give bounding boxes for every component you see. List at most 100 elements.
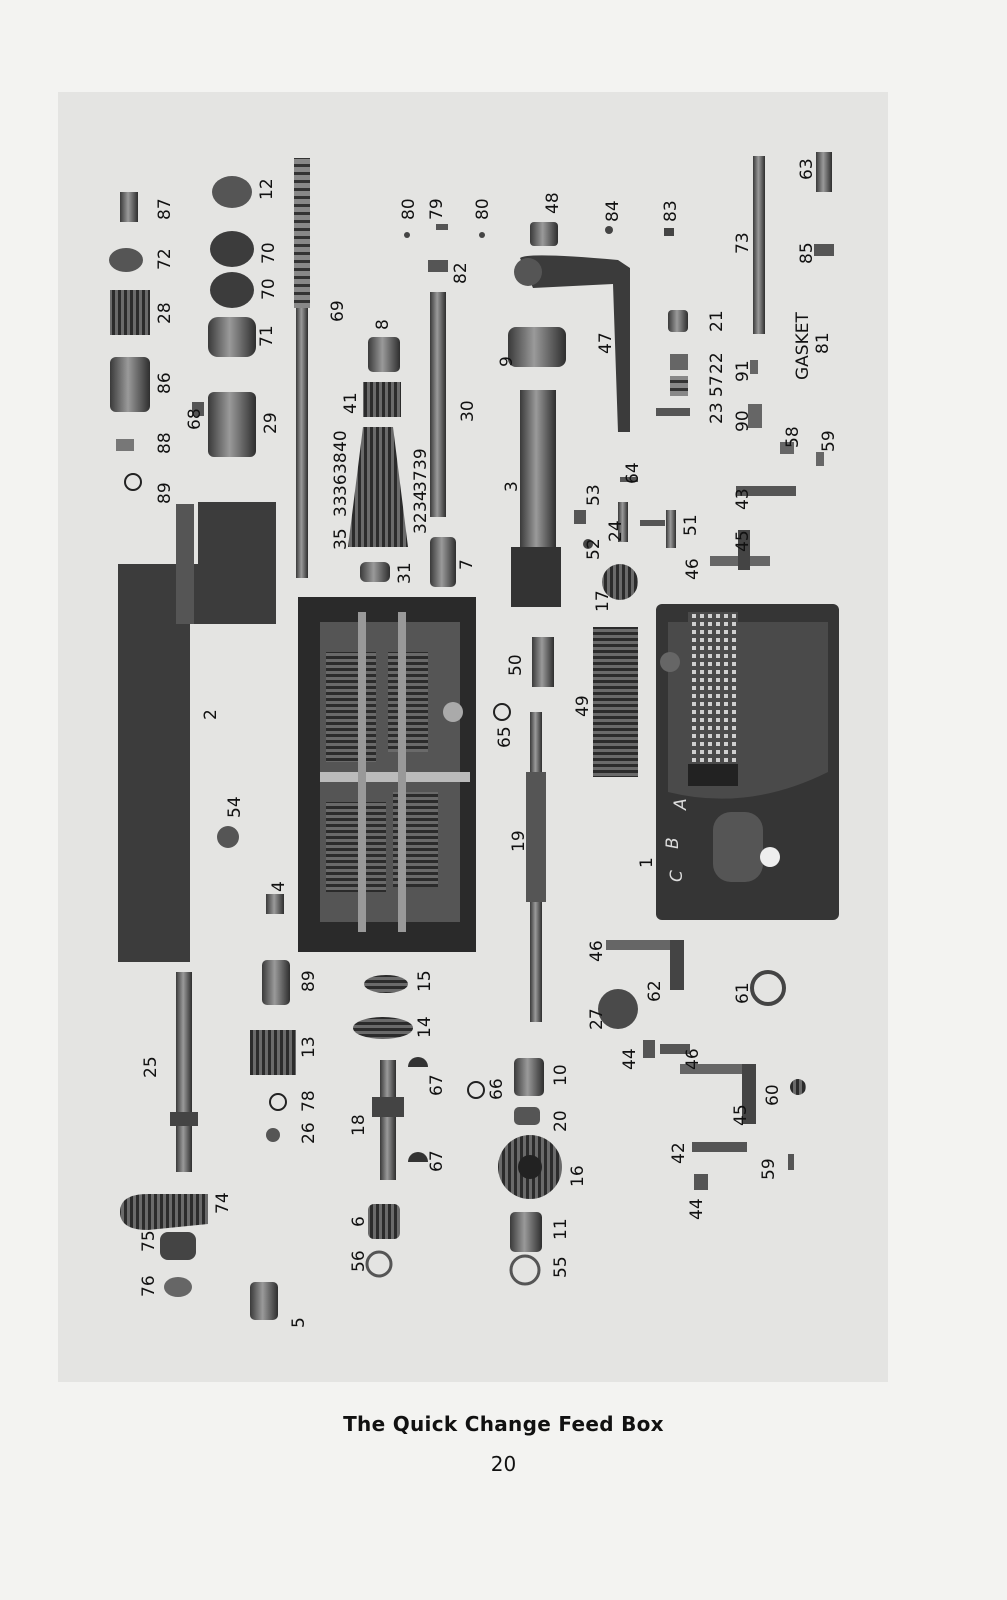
part-label: 61 [733, 982, 753, 1004]
part-label: 82 [451, 262, 471, 284]
part-label: 70 [259, 242, 279, 264]
part-label: 41 [341, 392, 361, 414]
part-label: 4 [269, 881, 289, 892]
part-label: 90 [733, 410, 753, 432]
part-label: 16 [568, 1165, 588, 1187]
part-label: 14 [415, 1016, 435, 1038]
panel-letter: C [667, 870, 687, 882]
part-label: 19 [509, 830, 529, 852]
part-label: GASKET [793, 312, 813, 380]
part-label: 65 [495, 726, 515, 748]
part-label: 66 [487, 1078, 507, 1100]
part-label: 30 [458, 400, 478, 422]
part-label: 18 [349, 1114, 369, 1136]
shaft-18 [372, 1060, 404, 1180]
lever-47 [514, 255, 630, 432]
cover-part [118, 502, 276, 962]
part-label: 52 [584, 538, 604, 560]
part-label: 68 [185, 408, 205, 430]
part-label: 1 [637, 857, 657, 868]
part-label: 28 [155, 302, 175, 324]
part-label: 88 [155, 432, 175, 454]
part-label: 13 [299, 1036, 319, 1058]
part-label: 2 [201, 709, 221, 720]
part-label: 75 [139, 1230, 159, 1252]
part-label: 33 [331, 495, 351, 517]
part-label: 57 [707, 375, 727, 397]
shaft-25 [170, 972, 198, 1172]
part-label: 55 [551, 1256, 571, 1278]
part-label: 8 [373, 319, 393, 330]
part-label: 59 [819, 430, 839, 452]
part-label: 48 [543, 192, 563, 214]
part-label: 47 [596, 332, 616, 354]
part-label: 21 [707, 310, 727, 332]
part-label: 7 [457, 559, 477, 570]
part-label: 50 [506, 654, 526, 676]
part-label: 44 [687, 1198, 707, 1220]
part-label: 81 [813, 332, 833, 354]
part-label: 34 [411, 490, 431, 512]
part-label: 64 [623, 462, 643, 484]
part-label: 15 [415, 970, 435, 992]
part-label: 91 [733, 360, 753, 382]
part-label: 29 [261, 412, 281, 434]
part-label: 53 [584, 484, 604, 506]
part-label: 42 [669, 1142, 689, 1164]
part-label: 17 [593, 590, 613, 612]
part-label: 58 [783, 426, 803, 448]
part-label: 44 [620, 1048, 640, 1070]
part-label: 73 [733, 232, 753, 254]
shaft-30 [430, 292, 446, 517]
part-label: 20 [551, 1110, 571, 1132]
part-label: 43 [733, 488, 753, 510]
part-label: 69 [328, 300, 348, 322]
part-label: 89 [299, 970, 319, 992]
shaft-69 [294, 158, 310, 578]
part-label: 11 [551, 1218, 571, 1240]
part-label: 10 [551, 1064, 571, 1086]
small-parts [109, 152, 834, 1320]
part-label: 80 [473, 198, 493, 220]
part-label: 9 [497, 356, 517, 367]
part-label: 72 [155, 248, 175, 270]
part-label: 5 [289, 1317, 309, 1328]
panel-letter: A [671, 798, 691, 811]
part-label: 25 [141, 1056, 161, 1078]
part-label: 45 [731, 1104, 751, 1126]
part-label: 78 [299, 1090, 319, 1112]
figure-caption: The Quick Change Feed Box [343, 1412, 664, 1436]
part-label: 27 [587, 1008, 607, 1030]
part-label: 70 [259, 278, 279, 300]
part-label: 36 [331, 474, 351, 496]
part-label: 79 [427, 198, 447, 220]
page-number: 20 [490, 1452, 517, 1476]
part-label: 12 [257, 178, 277, 200]
part-label: 74 [213, 1192, 233, 1214]
part-label: 22 [707, 352, 727, 374]
part-label: 63 [797, 158, 817, 180]
sleeve-3 [511, 390, 561, 607]
part-label: 26 [299, 1122, 319, 1144]
part-label: 87 [155, 198, 175, 220]
panel-letter: B [663, 837, 683, 849]
part-label: 76 [139, 1275, 159, 1297]
part-label: 67 [427, 1150, 447, 1172]
part-label: 67 [427, 1074, 447, 1096]
part-label: 49 [573, 695, 593, 717]
part-label: 31 [395, 562, 415, 584]
part-label: 54 [225, 796, 245, 818]
part-label: 56 [349, 1250, 369, 1272]
part-label: 51 [681, 514, 701, 536]
shaft-73 [753, 156, 765, 334]
part-label: 46 [683, 558, 703, 580]
part-label: 83 [661, 200, 681, 222]
gearbox-photo [298, 597, 476, 952]
part-label: 46 [683, 1048, 703, 1070]
part-label: 38 [331, 452, 351, 474]
part-label: 35 [331, 528, 351, 550]
shaft-19 [526, 712, 546, 1022]
part-label: 86 [155, 372, 175, 394]
part-label: 37 [411, 470, 431, 492]
part-label: 62 [645, 980, 665, 1002]
